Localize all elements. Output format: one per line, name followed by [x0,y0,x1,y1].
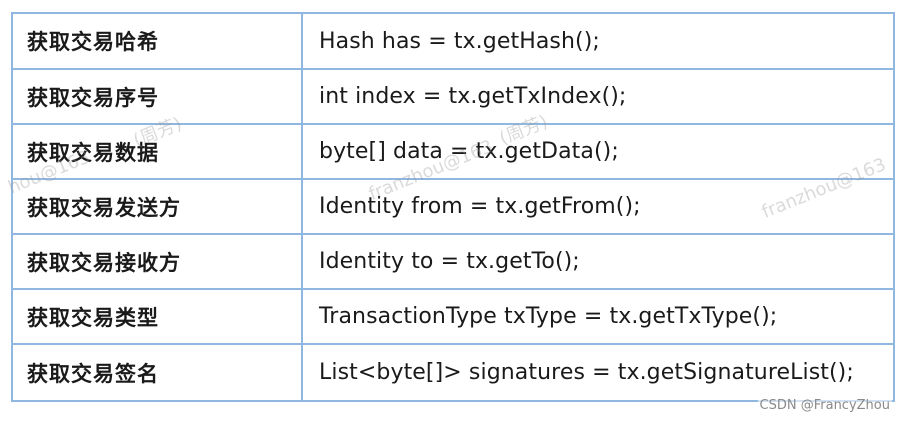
row-description: 获取交易发送方 [11,178,303,235]
row-description: 获取交易签名 [11,343,303,402]
row-code: Identity from = tx.getFrom(); [301,178,895,235]
row-code: Hash has = tx.getHash(); [301,12,895,70]
row-description: 获取交易接收方 [11,233,303,290]
row-code: TransactionType txType = tx.getTxType(); [301,288,895,345]
csdn-credit: CSDN @FrancyZhou [757,398,892,413]
table-row: 获取交易签名 List<byte[]> signatures = tx.getS… [11,343,895,402]
api-table: 获取交易哈希 Hash has = tx.getHash(); 获取交易序号 i… [11,12,895,402]
row-description: 获取交易类型 [11,288,303,345]
table-row: 获取交易类型 TransactionType txType = tx.getTx… [11,288,895,345]
table-row: 获取交易接收方 Identity to = tx.getTo(); [11,233,895,290]
table-row: 获取交易序号 int index = tx.getTxIndex(); [11,68,895,125]
table-row: 获取交易数据 byte[] data = tx.getData(); [11,123,895,180]
row-description: 获取交易序号 [11,68,303,125]
table-row: 获取交易发送方 Identity from = tx.getFrom(); [11,178,895,235]
row-description: 获取交易哈希 [11,12,303,70]
row-code: Identity to = tx.getTo(); [301,233,895,290]
row-code: int index = tx.getTxIndex(); [301,68,895,125]
table-row: 获取交易哈希 Hash has = tx.getHash(); [11,12,895,70]
row-description: 获取交易数据 [11,123,303,180]
row-code: List<byte[]> signatures = tx.getSignatur… [301,343,895,402]
row-code: byte[] data = tx.getData(); [301,123,895,180]
